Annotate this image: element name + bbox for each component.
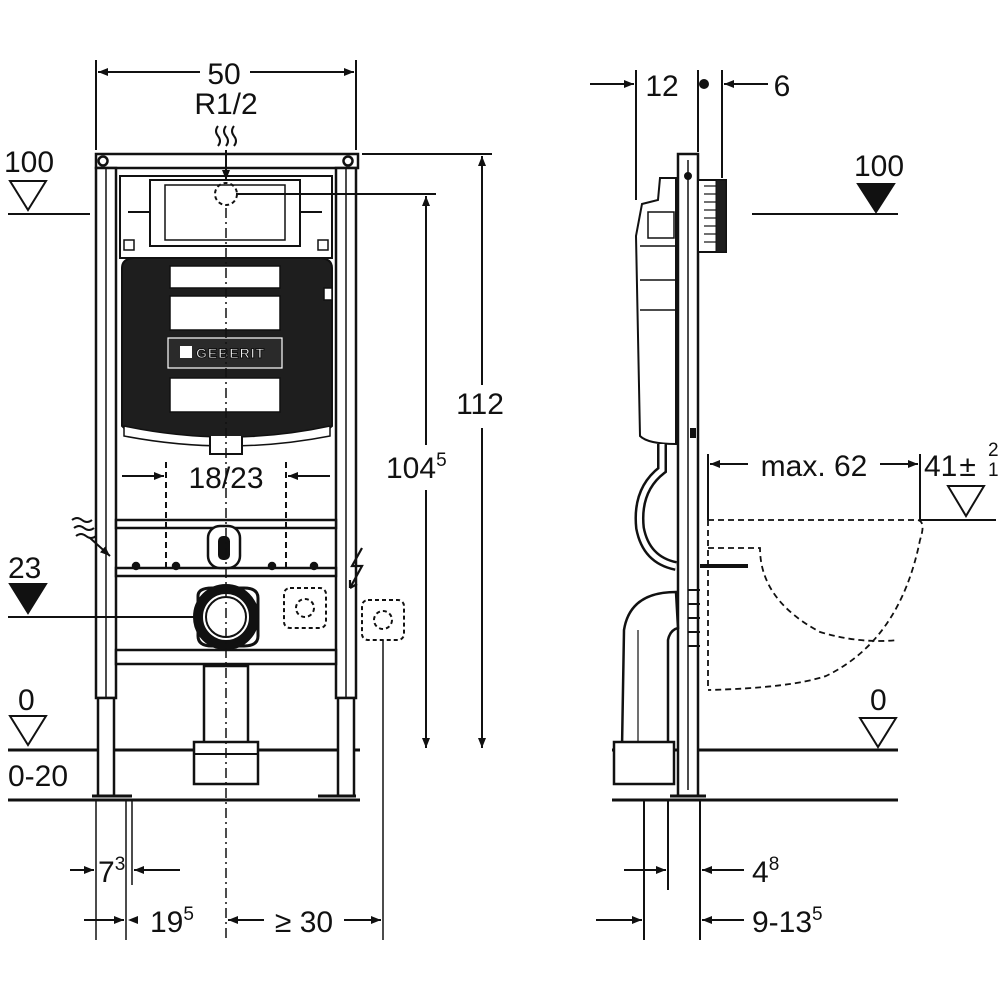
- front-dimensions: [8, 60, 492, 924]
- bowl-projection-label: max. 62: [761, 450, 868, 483]
- cistern: GEBERIT: [119, 175, 333, 455]
- centerlines: [95, 208, 384, 940]
- bowl-tolerance-plus: 2: [988, 440, 999, 461]
- side-view: [612, 152, 748, 798]
- mounting-hole-left: [97, 155, 109, 167]
- side-level-100-label: 100: [854, 150, 904, 183]
- power-box-outside: [361, 599, 405, 641]
- flush-elbow: [206, 524, 242, 570]
- floor-lines: [8, 748, 898, 802]
- depth-front-label: 12: [645, 70, 678, 103]
- height-total-label: 112: [456, 388, 504, 421]
- side-dimensions: [590, 70, 996, 940]
- side-cistern: [634, 177, 677, 446]
- bowl-height-label: 41±: [924, 450, 976, 483]
- level-23-label: 23: [8, 552, 41, 585]
- water-supply-icon: [215, 125, 237, 147]
- front-labels: 50 R1/2 18/23 112 1045 100 23 0 0-20 73 …: [4, 58, 504, 939]
- side-drain-bend: [620, 590, 680, 750]
- height-inner-label: 1045: [386, 450, 447, 485]
- logo-mark-icon: [180, 346, 192, 358]
- width-label: 50: [207, 58, 240, 91]
- side-level-0-label: 0: [870, 684, 887, 717]
- brand-logo-text: GEBERIT: [196, 345, 265, 361]
- level-100-label: 100: [4, 146, 54, 179]
- foot-offset-label: 73: [98, 854, 125, 889]
- power-box-inside: [283, 587, 327, 629]
- front-frame: [92, 152, 360, 798]
- side-water-icon: [71, 517, 111, 557]
- depth-rear-label: 6: [774, 70, 791, 103]
- level-0-label: 0: [18, 684, 35, 717]
- right-foot: [336, 696, 356, 798]
- electricity-icon: [348, 547, 364, 589]
- left-foot: [96, 696, 116, 798]
- frame-depth-label: 48: [752, 854, 779, 889]
- drain-offset-label: 195: [150, 904, 194, 939]
- flush-button-label: 18/23: [188, 462, 263, 495]
- side-clearance-label: ≥ 30: [275, 906, 333, 939]
- bowl-tolerance-minus: 1: [988, 460, 999, 481]
- wall-depth-label: 9-135: [752, 904, 823, 939]
- wc-bowl-outline: [707, 519, 924, 691]
- side-labels: 12 6 100 max. 62 41± 2 1 0 48 9-135: [645, 70, 998, 939]
- mounting-hole-right: [342, 155, 354, 167]
- floor-range-label: 0-20: [8, 760, 68, 793]
- supply-label: R1/2: [194, 88, 257, 121]
